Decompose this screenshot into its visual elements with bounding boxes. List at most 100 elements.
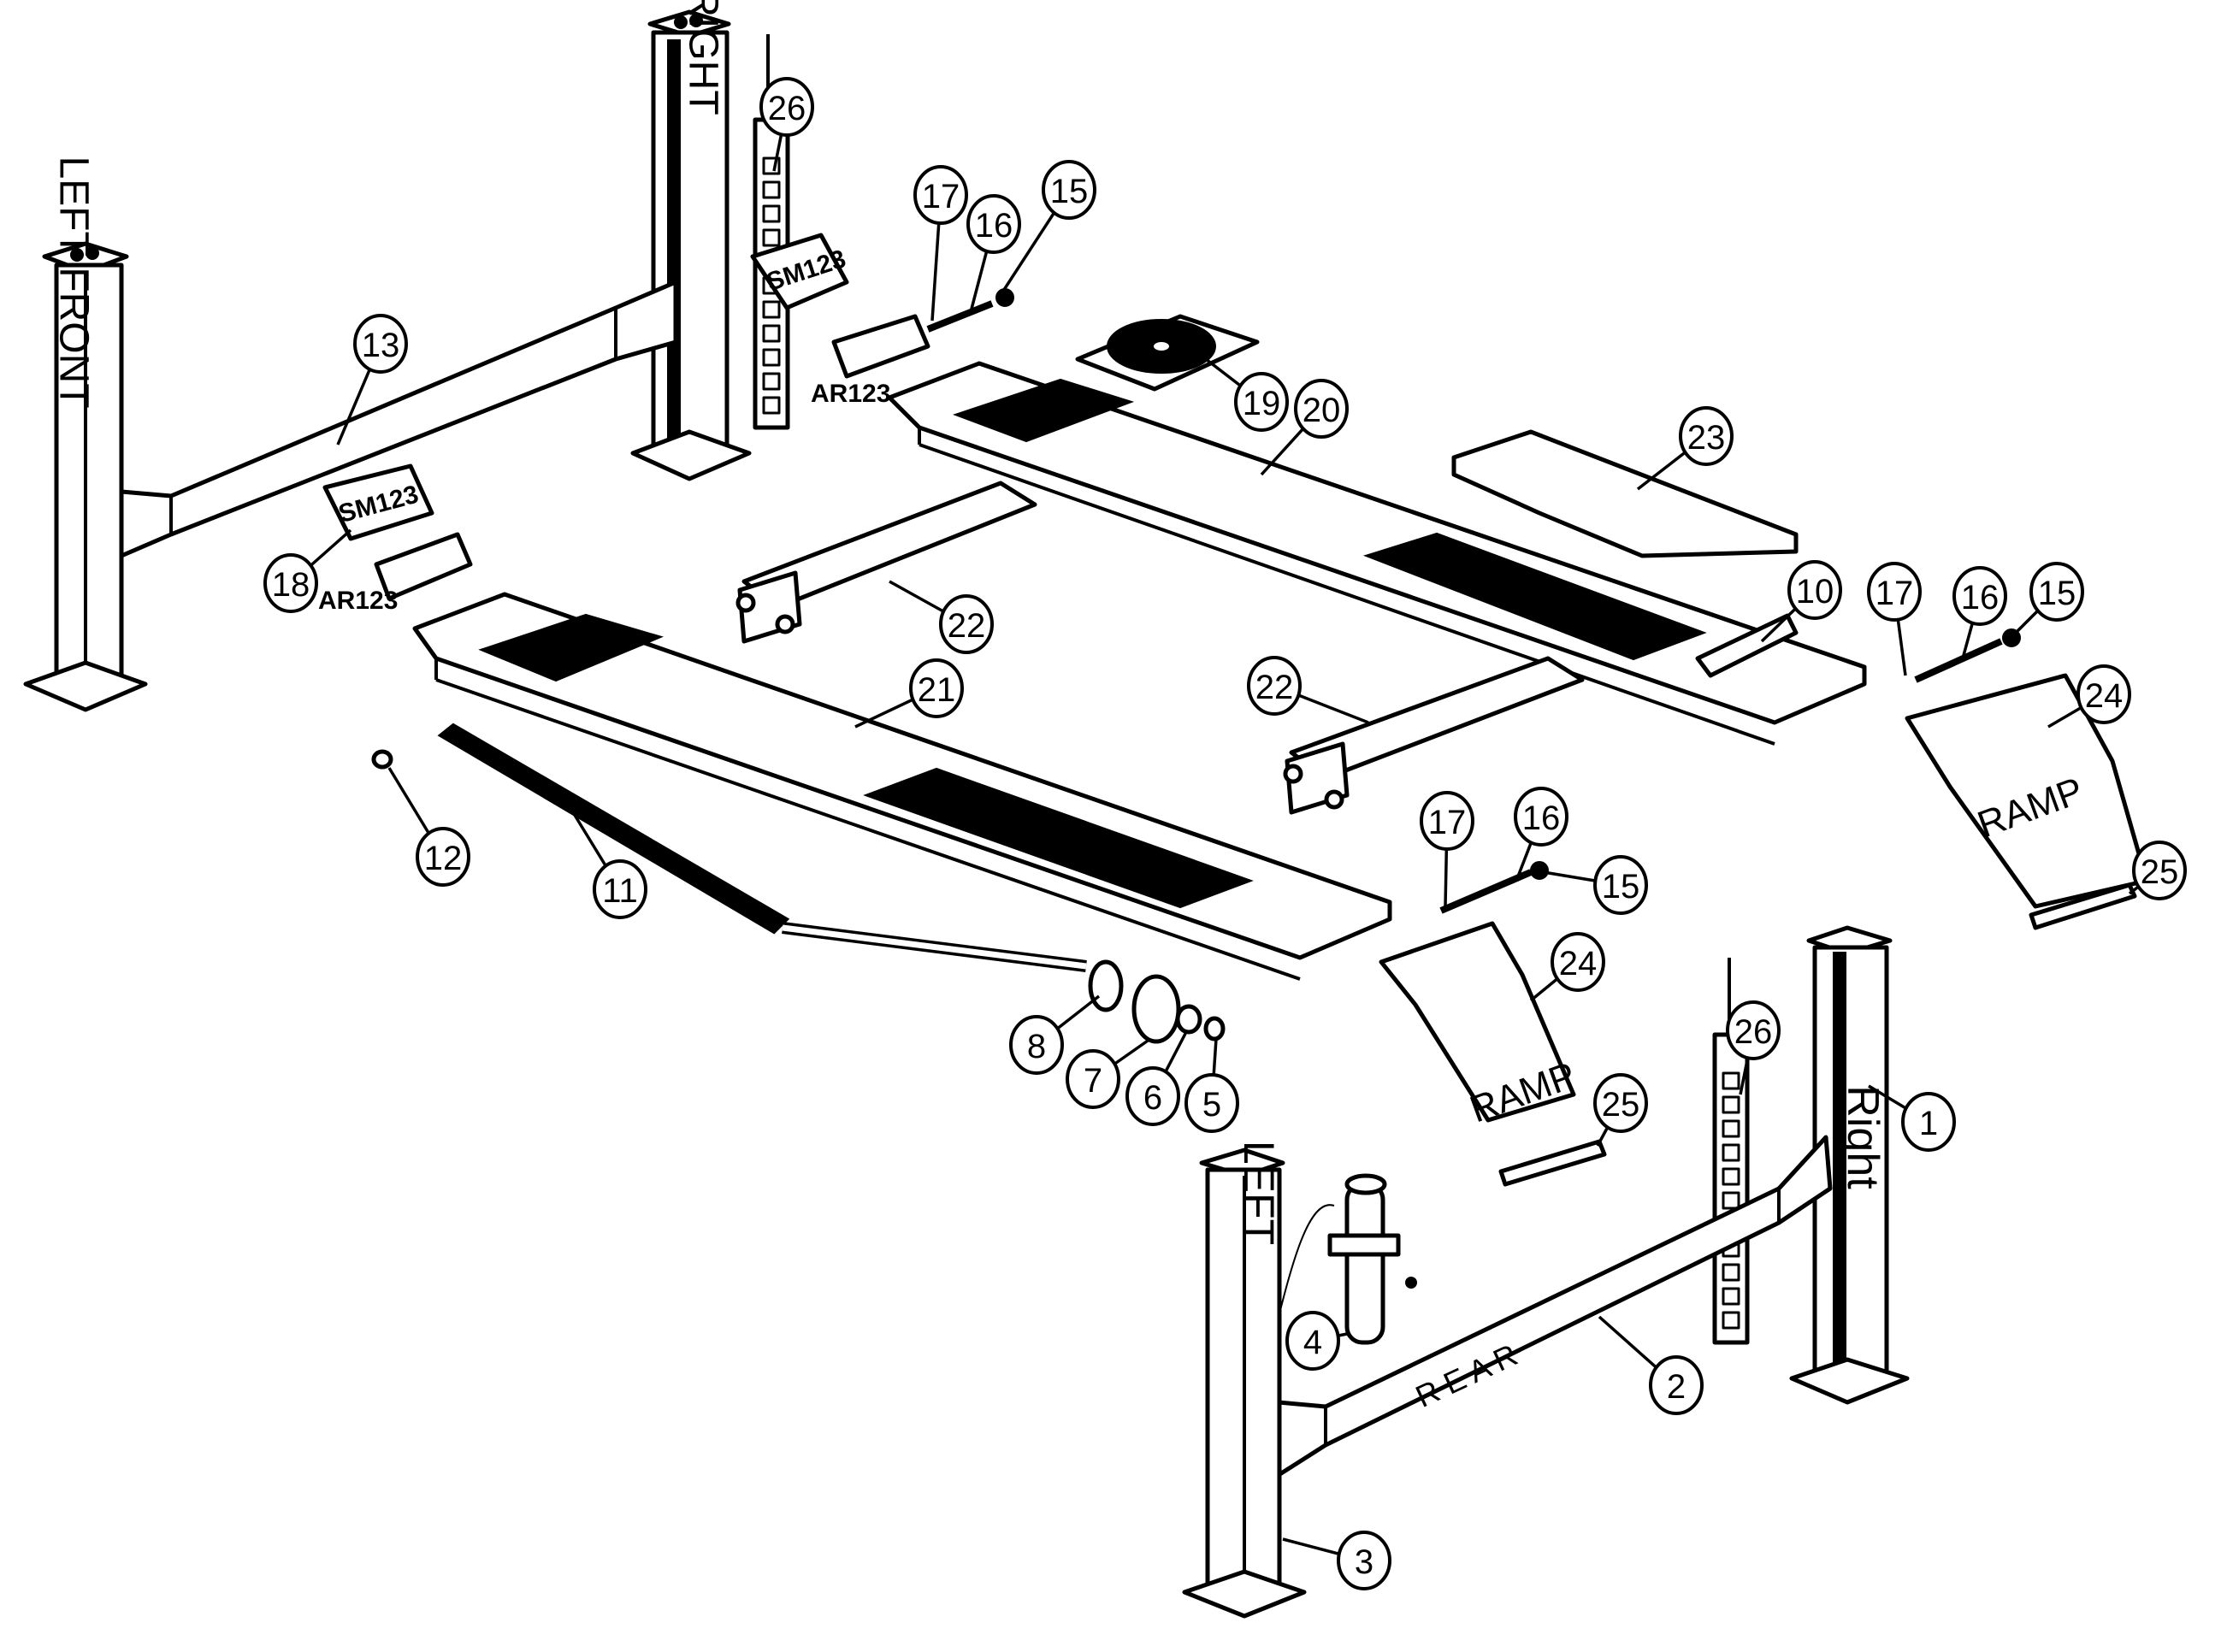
callout-23: 23 <box>1679 406 1734 466</box>
callout-11: 11 <box>593 859 647 919</box>
ladder-slot <box>1722 1191 1740 1210</box>
callout-number: 26 <box>1734 1013 1773 1051</box>
callout-16c: 16 <box>1514 787 1568 847</box>
callout-number: 26 <box>768 90 806 127</box>
ladder-slot <box>1722 1071 1740 1090</box>
callout-number: 22 <box>948 607 986 645</box>
callout-2: 2 <box>1649 1355 1704 1415</box>
callout-number: 17 <box>1876 575 1914 612</box>
callout-number: 16 <box>1522 799 1561 837</box>
callout-10: 10 <box>1787 560 1842 620</box>
callout-number: 12 <box>424 840 463 877</box>
front-crossbeam <box>119 280 678 558</box>
callout-circle <box>1867 562 1922 622</box>
callout-circle <box>1593 1073 1648 1133</box>
ladder-slot <box>1722 1095 1740 1114</box>
callout-number: 21 <box>918 671 956 709</box>
callout-number: 17 <box>922 178 960 215</box>
callout-circle <box>263 553 318 613</box>
callout-number: 15 <box>1050 173 1089 210</box>
post-label-right-rear: Right <box>1838 1085 1887 1189</box>
callout-24a: 24 <box>2076 664 2131 724</box>
lock-assembly-left: SM123 AR123 <box>318 463 473 615</box>
callout-circle <box>1726 1000 1781 1060</box>
ladder-slot <box>762 300 781 319</box>
callout-number: 15 <box>1602 868 1640 906</box>
callout-circle <box>1551 932 1605 992</box>
tag-ar123-left: AR123 <box>318 587 398 615</box>
ladder-slot <box>762 396 781 415</box>
callout-8: 8 <box>1009 1015 1064 1075</box>
callout-13: 13 <box>353 314 408 374</box>
ladder-slot <box>1722 1311 1740 1330</box>
turn-plate <box>1075 314 1260 392</box>
callout-26b: 26 <box>1726 1000 1781 1060</box>
callout-circle <box>2076 664 2131 724</box>
pin-set-middle <box>1439 861 1549 914</box>
callout-17b: 17 <box>1867 562 1922 622</box>
callout-15c: 15 <box>1593 855 1648 915</box>
pulley-parts <box>1088 959 1226 1044</box>
right-runway <box>887 361 1867 746</box>
ladder-slot <box>762 324 781 343</box>
callout-circle <box>416 827 470 887</box>
callout-circle <box>2029 562 2084 622</box>
ladder-slot <box>1722 1119 1740 1138</box>
callout-22a: 22 <box>939 594 994 654</box>
callout-17a: 17 <box>913 165 968 225</box>
callout-16b: 16 <box>1952 566 2007 626</box>
callout-number: 7 <box>1084 1062 1102 1100</box>
callout-number: 6 <box>1143 1079 1162 1117</box>
callout-1: 1 <box>1901 1092 1956 1152</box>
callout-17c: 17 <box>1420 791 1474 851</box>
callout-number: 10 <box>1796 573 1834 611</box>
callout-number: 8 <box>1027 1028 1046 1065</box>
callout-number: 1 <box>1919 1105 1938 1142</box>
tag-ar123-top: AR123 <box>811 380 890 408</box>
lock-assembly-top: SM123 AR123 <box>750 233 930 408</box>
drip-tray <box>1451 429 1799 558</box>
ladder-slot <box>762 348 781 367</box>
callout-18: 18 <box>263 553 318 613</box>
callout-16a: 16 <box>966 194 1021 254</box>
ladder-slot <box>1722 1143 1740 1162</box>
left-rear-post: LEFT <box>1182 1141 1307 1619</box>
callout-number: 24 <box>2085 677 2124 715</box>
callout-number: 15 <box>2038 575 2076 612</box>
callout-circle <box>1234 372 1289 432</box>
callout-circle <box>353 314 408 374</box>
callout-5: 5 <box>1184 1073 1239 1133</box>
callout-12: 12 <box>416 827 470 887</box>
callout-circle <box>1125 1066 1180 1126</box>
callout-3: 3 <box>1337 1531 1391 1590</box>
callout-circle <box>1649 1355 1704 1415</box>
callout-circle <box>909 658 964 718</box>
callout-circle <box>1679 406 1734 466</box>
callout-circle <box>1337 1531 1391 1590</box>
callout-number: 16 <box>975 207 1013 245</box>
post-label-right-front: RIGHT <box>681 0 726 115</box>
callout-19: 19 <box>1234 372 1289 432</box>
callout-number: 18 <box>272 566 310 604</box>
callout-20: 20 <box>1294 379 1349 439</box>
callout-number: 20 <box>1303 392 1341 429</box>
callout-21: 21 <box>909 658 964 718</box>
callout-7: 7 <box>1066 1049 1120 1109</box>
callout-6: 6 <box>1125 1066 1180 1126</box>
callout-circle <box>1184 1073 1239 1133</box>
callout-number: 11 <box>602 872 638 910</box>
callout-number: 13 <box>362 327 400 364</box>
callout-circle <box>1420 791 1474 851</box>
ladder-slot <box>1722 1263 1740 1282</box>
callout-circle <box>1247 656 1302 716</box>
callout-circle <box>1901 1092 1956 1152</box>
callout-circle <box>593 859 647 919</box>
power-unit <box>1273 1173 1417 1345</box>
callout-circle <box>2132 841 2187 900</box>
callout-number: 16 <box>1961 579 2000 617</box>
ladder-slot <box>762 372 781 391</box>
callout-number: 4 <box>1303 1324 1322 1361</box>
callout-number: 2 <box>1667 1368 1686 1406</box>
callout-number: 25 <box>1602 1086 1640 1124</box>
